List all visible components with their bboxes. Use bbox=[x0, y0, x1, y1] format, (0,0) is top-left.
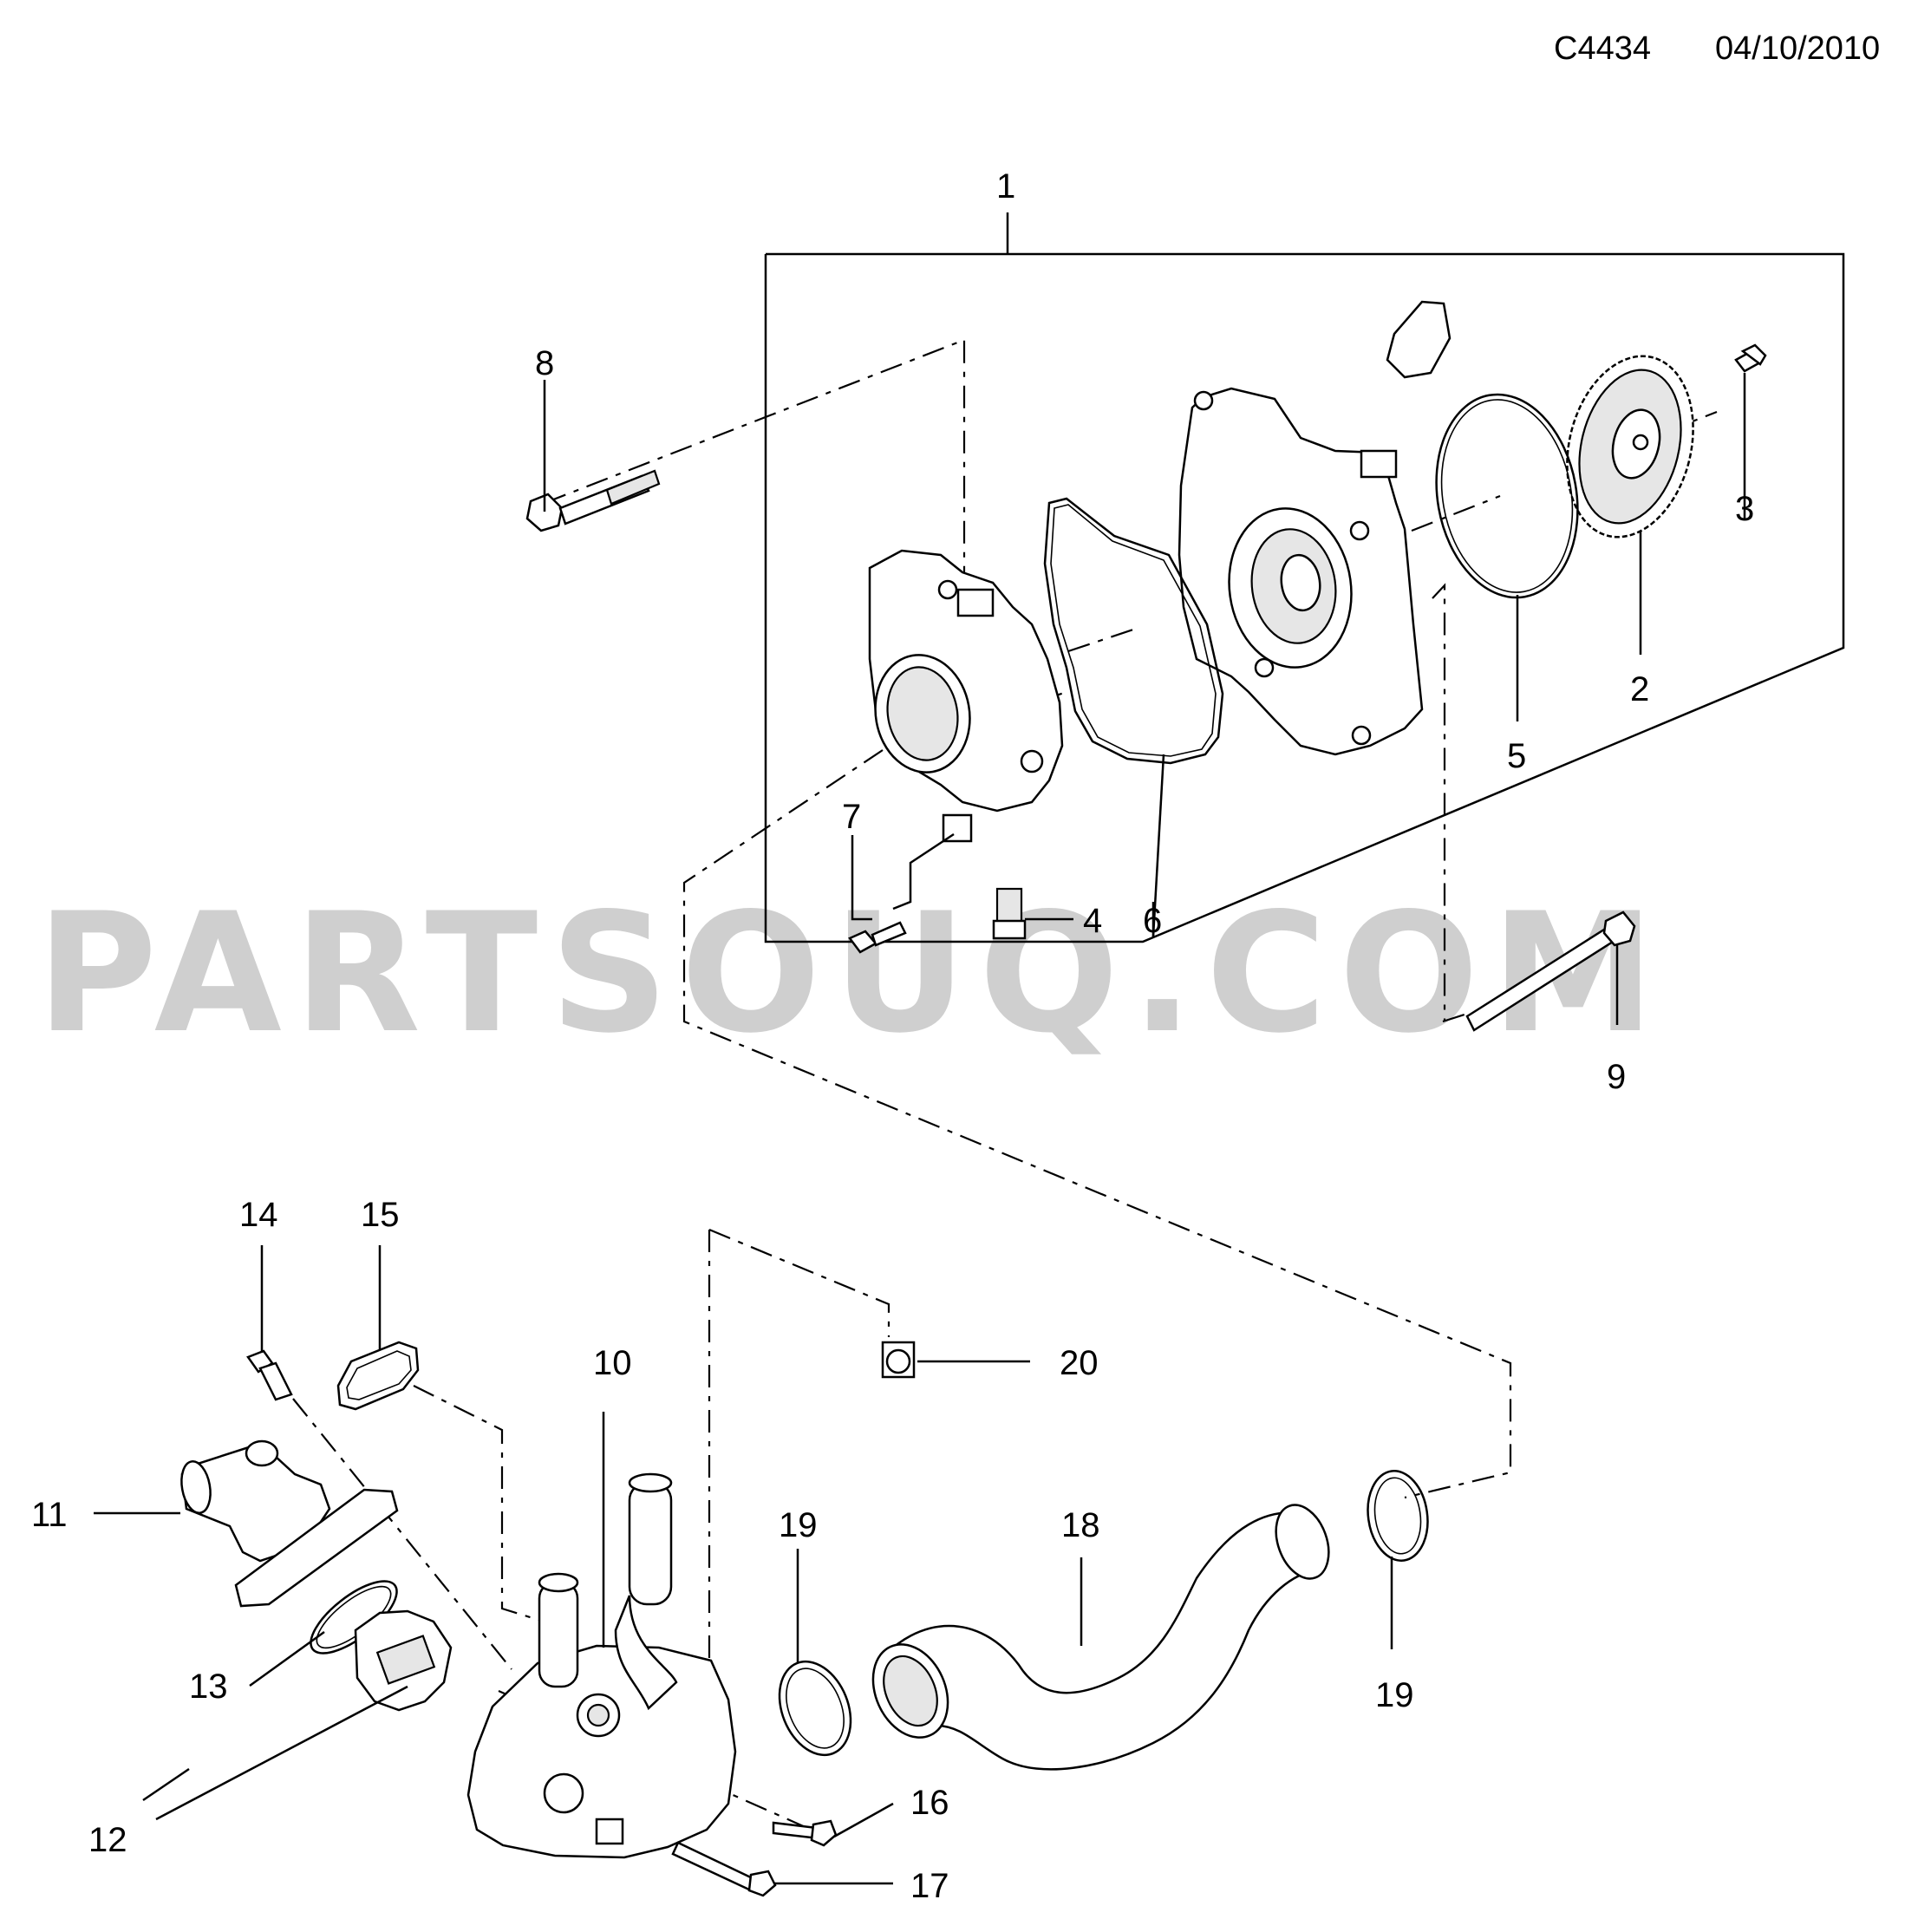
o-ring-part-19-left bbox=[778, 1660, 852, 1757]
routing-lines bbox=[292, 338, 1718, 1833]
sensor-part-20 bbox=[881, 1341, 916, 1379]
bolt-part-16 bbox=[772, 1819, 838, 1847]
hose-part-18 bbox=[871, 1504, 1330, 1771]
gasket-part-15 bbox=[336, 1341, 420, 1411]
plug-part-4 bbox=[992, 887, 1027, 940]
callout-5: 5 bbox=[1507, 737, 1526, 775]
pump-housing-rear bbox=[1178, 387, 1424, 756]
small-gasket bbox=[1386, 300, 1452, 379]
gasket-part-6 bbox=[1043, 497, 1224, 765]
callout-8: 8 bbox=[535, 344, 554, 382]
callout-9: 9 bbox=[1607, 1058, 1626, 1096]
bolt-part-8 bbox=[525, 469, 661, 532]
bolt-part-14 bbox=[246, 1349, 293, 1401]
diagram-code: C4434 bbox=[1554, 30, 1651, 67]
callout-16: 16 bbox=[910, 1784, 949, 1822]
diagram-date: 04/10/2010 bbox=[1715, 30, 1880, 67]
callout-18: 18 bbox=[1061, 1506, 1100, 1544]
callout-labels: 1 2 3 4 5 6 7 8 9 10 11 12 13 14 15 16 1… bbox=[31, 167, 1754, 1905]
leader-lines bbox=[94, 373, 1746, 1885]
callout-12: 12 bbox=[88, 1821, 127, 1859]
bolt-part-9 bbox=[1465, 911, 1636, 1032]
callout-7: 7 bbox=[842, 798, 861, 836]
callout-6: 6 bbox=[1143, 902, 1162, 940]
callout-11: 11 bbox=[31, 1496, 68, 1534]
callout-2: 2 bbox=[1630, 670, 1649, 708]
callout-14: 14 bbox=[239, 1196, 278, 1234]
pump-housing-front bbox=[868, 549, 1064, 843]
thermostat-cover-part-11 bbox=[180, 1439, 399, 1608]
callout-15: 15 bbox=[361, 1196, 400, 1234]
bolt-part-3 bbox=[1734, 343, 1767, 373]
thermostat-part-12 bbox=[354, 1609, 453, 1712]
callout-3: 3 bbox=[1735, 490, 1754, 528]
o-ring-part-19-right bbox=[1367, 1470, 1429, 1562]
bolt-part-17 bbox=[671, 1841, 777, 1897]
thermostat-housing-part-10 bbox=[466, 1472, 737, 1859]
watermark-text: PARTSOUQ.COM bbox=[36, 878, 1667, 1069]
callout-19-right: 19 bbox=[1375, 1676, 1414, 1714]
callout-4: 4 bbox=[1083, 902, 1102, 940]
assembly-box-part-1 bbox=[764, 212, 1845, 943]
callout-1: 1 bbox=[996, 167, 1015, 206]
callout-17: 17 bbox=[910, 1867, 949, 1905]
callout-10: 10 bbox=[593, 1344, 632, 1382]
sprocket-part-2 bbox=[1566, 355, 1694, 538]
callout-20: 20 bbox=[1060, 1344, 1099, 1382]
callout-19-left: 19 bbox=[779, 1506, 818, 1544]
callout-13: 13 bbox=[189, 1668, 228, 1706]
bolt-part-7 bbox=[848, 921, 907, 954]
o-ring-part-5 bbox=[1435, 393, 1579, 599]
